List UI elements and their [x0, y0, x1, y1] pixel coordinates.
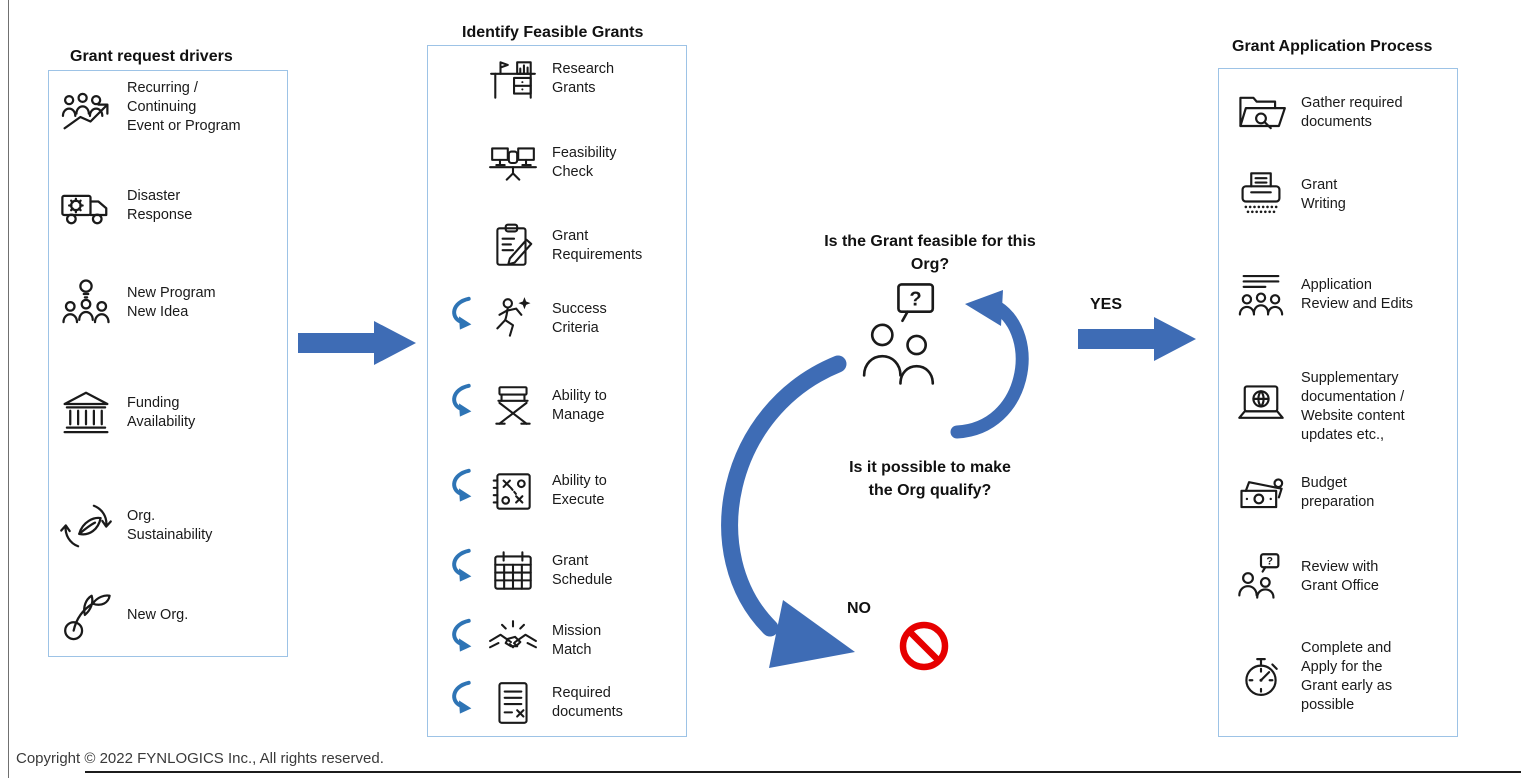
feasible-item-label: Research Grants — [552, 60, 615, 96]
funding-availability-icon — [59, 386, 113, 440]
arrow-spacer — [444, 220, 474, 260]
feasible-item: Mission Match — [444, 616, 601, 666]
application-item-label: Gather required documents — [1301, 94, 1403, 130]
svg-text:?: ? — [909, 289, 921, 311]
grant-schedule-icon — [488, 546, 538, 596]
feasible-item-label: Mission Match — [552, 622, 602, 658]
slide-bottom-border — [85, 771, 1521, 773]
feasible-item-label: Ability to Execute — [552, 472, 607, 508]
no-label: NO — [847, 600, 871, 617]
curved-arrow-icon — [444, 293, 474, 333]
drivers-title: Grant request drivers — [70, 48, 233, 65]
application-item: Budget preparation — [1235, 467, 1374, 519]
driver-item: Disaster Response — [59, 179, 192, 233]
feasible-item: Feasibility Check — [444, 138, 616, 188]
loop-arrow-icon — [950, 290, 1029, 439]
application-review-icon — [1235, 269, 1287, 321]
feasible-item-label: Feasibility Check — [552, 144, 617, 180]
supplementary-docs-icon — [1235, 381, 1287, 433]
research-grants-icon — [488, 54, 538, 104]
application-item-label: Application Review and Edits — [1301, 276, 1414, 312]
gather-documents-icon — [1235, 87, 1287, 139]
application-item-label: Budget preparation — [1301, 474, 1375, 510]
application-item-label: Grant Writing — [1301, 176, 1346, 212]
application-item-label: Review with Grant Office — [1301, 558, 1379, 594]
feasible-item: Grant Schedule — [444, 546, 612, 596]
success-criteria-icon — [488, 294, 538, 344]
new-program-icon — [59, 276, 113, 330]
grant-requirements-icon — [488, 221, 538, 271]
application-item-label: Complete and Apply for the Grant early a… — [1301, 640, 1393, 714]
driver-item-label: Funding Availability — [127, 394, 196, 430]
feasibility-check-icon — [488, 138, 538, 188]
disaster-response-icon — [59, 179, 113, 233]
application-panel: Gather required documents Grant Writing — [1218, 68, 1458, 737]
slide-left-border — [8, 0, 9, 778]
no-entry-icon — [899, 621, 949, 671]
copyright-text: Copyright © 2022 FYNLOGICS Inc., All rig… — [16, 750, 384, 767]
feasible-item: Required documents — [444, 678, 623, 728]
driver-item-label: New Org. — [127, 607, 189, 624]
feasible-item: Research Grants — [444, 54, 614, 104]
curved-arrow-icon — [444, 545, 474, 585]
feasible-item: Ability to Execute — [444, 466, 607, 516]
curve-arrow-to-no-icon — [721, 355, 855, 668]
feasible-item-label: Ability to Manage — [552, 387, 607, 423]
driver-item: Funding Availability — [59, 386, 195, 440]
driver-item-label: Org. Sustainability — [127, 507, 213, 543]
grant-writing-icon — [1235, 169, 1287, 221]
driver-item-label: New Program New Idea — [127, 284, 216, 320]
driver-item: New Program New Idea — [59, 276, 216, 330]
feasible-item: Success Criteria — [444, 294, 607, 344]
application-item-label: Supplementary documentation / Website co… — [1301, 370, 1405, 444]
feasible-item-label: Required documents — [552, 684, 623, 720]
feasible-item-label: Success Criteria — [552, 300, 607, 336]
yes-label: YES — [1090, 296, 1123, 313]
curved-arrow-icon — [444, 677, 474, 717]
driver-item: Recurring / Continuing Event or Program — [59, 79, 241, 136]
ability-to-execute-icon — [488, 466, 538, 516]
decision-question-top: Is the Grant feasible for this Org? — [824, 233, 1036, 274]
driver-item: New Org. — [59, 589, 188, 643]
yes-arrow — [1078, 317, 1196, 361]
feasible-item-label: Grant Requirements — [552, 227, 643, 263]
decision-people-icon: ? — [852, 282, 957, 402]
curved-arrow-icon — [444, 615, 474, 655]
ability-to-manage-icon — [488, 381, 538, 431]
feasible-item-label: Grant Schedule — [552, 552, 613, 588]
drivers-to-feasible-arrow — [298, 321, 416, 365]
decision-question-bottom: Is it possible to make the Org qualify? — [849, 459, 1011, 500]
application-item: ? Review with Grant Office — [1235, 551, 1379, 603]
application-item: Gather required documents — [1235, 87, 1403, 139]
apply-early-icon — [1235, 651, 1287, 703]
application-item: Complete and Apply for the Grant early a… — [1235, 639, 1392, 716]
curved-arrow-icon — [444, 465, 474, 505]
svg-text:?: ? — [1266, 556, 1273, 568]
application-title: Grant Application Process — [1232, 38, 1433, 55]
driver-item: Org. Sustainability — [59, 499, 212, 553]
feasible-item: Ability to Manage — [444, 381, 607, 431]
feasible-panel: Research Grants Feasibility Check — [427, 45, 687, 737]
application-item: Supplementary documentation / Website co… — [1235, 369, 1405, 446]
driver-item-label: Recurring / Continuing Event or Program — [127, 80, 241, 135]
arrow-spacer — [444, 53, 474, 93]
review-grant-office-icon: ? — [1235, 551, 1287, 603]
recurring-event-icon — [59, 81, 113, 135]
curved-arrow-icon — [444, 380, 474, 420]
drivers-panel: Recurring / Continuing Event or Program … — [48, 70, 288, 657]
driver-item-label: Disaster Response — [127, 187, 193, 223]
budget-preparation-icon — [1235, 467, 1287, 519]
org-sustainability-icon — [59, 499, 113, 553]
mission-match-icon — [488, 616, 538, 666]
required-documents-icon — [488, 678, 538, 728]
feasible-title: Identify Feasible Grants — [462, 24, 644, 41]
new-org-icon — [59, 589, 113, 643]
application-item: Application Review and Edits — [1235, 269, 1413, 321]
arrow-spacer — [444, 137, 474, 177]
feasible-item: Grant Requirements — [444, 221, 642, 271]
application-item: Grant Writing — [1235, 169, 1346, 221]
